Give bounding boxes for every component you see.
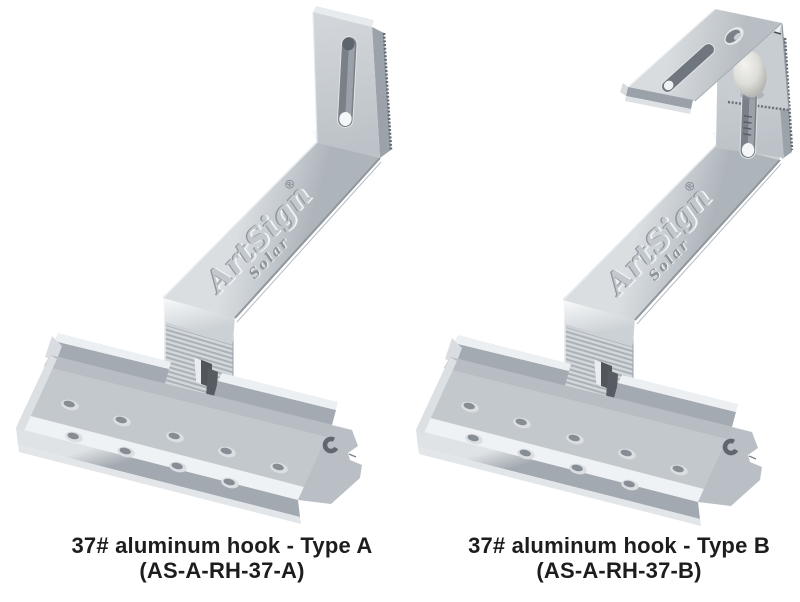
caption-title: 37# aluminum hook - Type B (468, 533, 770, 558)
dome-bolt (733, 50, 767, 98)
caption-type-a: 37# aluminum hook - Type A (AS-A-RH-37-A… (22, 533, 422, 583)
caption-title: 37# aluminum hook - Type A (71, 533, 373, 558)
product-renders: ArtSign ArtSign ArtSign ® Solar Solar (0, 6, 794, 530)
bracket-edge-face (626, 87, 693, 109)
serrated-edge (783, 37, 794, 151)
plate-slot (337, 36, 358, 128)
serrated-edge (727, 100, 790, 112)
caption-type-b: 37# aluminum hook - Type B (AS-A-RH-37-B… (419, 533, 800, 583)
figure-type-a: ArtSign ArtSign ArtSign ® Solar Solar (16, 6, 393, 524)
caption-code: (AS-A-RH-37-A) (139, 558, 305, 583)
plate-top-edge (313, 6, 374, 27)
adjustment-slot (739, 88, 758, 159)
caption-code: (AS-A-RH-37-B) (536, 558, 702, 583)
corner-tick (773, 31, 782, 35)
serrated-edge (382, 32, 393, 151)
figure-type-b: ArtSign ArtSign ArtSign ® Solar Solar (416, 8, 794, 526)
top-assembly-b (620, 8, 794, 159)
bracket-slot (661, 43, 715, 93)
top-plate-a (312, 6, 393, 158)
plate-side-face (372, 27, 391, 158)
bracket-hole (724, 27, 744, 45)
